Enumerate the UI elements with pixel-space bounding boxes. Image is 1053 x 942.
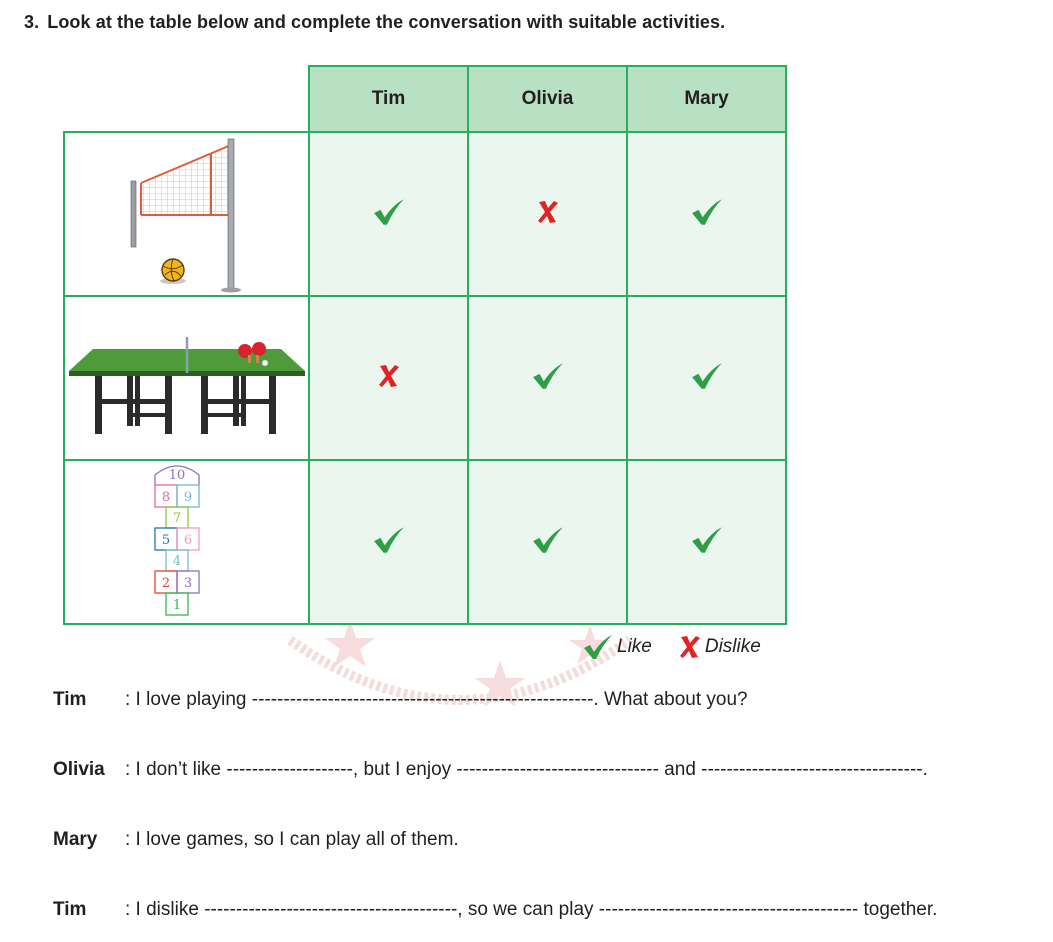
speaker-name: Tim [53, 689, 87, 710]
table-corner [64, 66, 309, 132]
dialog-text: : I dislike ----------------------------… [125, 899, 938, 920]
table-tennis-icon [69, 337, 305, 434]
hopscotch-number: 6 [184, 533, 192, 548]
hopscotch-number: 7 [173, 511, 181, 526]
mark-cell-mary-2 [626, 295, 787, 461]
watermark-stamp [287, 620, 633, 707]
legend-dislike: Dislike [678, 634, 761, 660]
question-number: 3. [24, 12, 40, 32]
hopscotch-number: 4 [173, 554, 181, 569]
mark-cell-mary-3 [626, 459, 787, 625]
dialog-line-3: Mary : I love games, so I can play all of… [53, 829, 459, 851]
hopscotch-number: 8 [162, 490, 170, 505]
hopscotch-number: 3 [184, 576, 192, 591]
check-icon [690, 198, 724, 231]
hopscotch-number: 1 [173, 598, 181, 613]
hopscotch-number: 9 [184, 490, 192, 505]
legend: Like Dislike [582, 634, 787, 660]
table-row [63, 295, 787, 461]
question-heading: 3. Look at the table below and complete t… [24, 12, 725, 33]
activity-table: Tim Olivia Mary [63, 65, 787, 625]
dialog-line-2: Olivia : I don’t like -------------------… [53, 759, 928, 781]
speaker-name: Tim [53, 899, 87, 920]
column-header-tim: Tim [308, 65, 469, 133]
dialog-line-1: Tim : I love playing --------------------… [53, 689, 748, 711]
check-icon [372, 198, 406, 231]
check-icon [584, 635, 612, 659]
speaker-name: Mary [53, 829, 98, 850]
check-icon [531, 526, 565, 559]
hopscotch-number: 10 [169, 468, 186, 483]
mark-cell-mary-1 [626, 131, 787, 297]
speaker-name: Olivia [53, 759, 105, 780]
hopscotch-icon: 10 8 9 7 5 6 4 2 3 1 [154, 465, 200, 616]
column-header-olivia: Olivia [467, 65, 628, 133]
mark-cell-olivia-3 [467, 459, 628, 625]
legend-like-label: Like [617, 636, 652, 657]
dialog-line-4: Tim : I dislike -------------------------… [53, 899, 937, 921]
activity-cell-table-tennis [63, 295, 310, 461]
hopscotch-number: 2 [162, 576, 170, 591]
check-icon [690, 362, 724, 395]
dialog-text: : I don’t like --------------------, but… [125, 759, 928, 780]
mark-cell-olivia-2 [467, 295, 628, 461]
legend-dislike-label: Dislike [704, 636, 761, 657]
mark-cell-tim-1 [308, 131, 469, 297]
question-text: Look at the table below and complete the… [47, 12, 726, 32]
activity-cell-hopscotch: 10 8 9 7 5 6 4 2 3 1 [63, 459, 310, 625]
mark-cell-tim-3 [308, 459, 469, 625]
table-row [63, 131, 787, 297]
check-icon [690, 526, 724, 559]
dialog-text: : I love games, so I can play all of the… [125, 829, 459, 850]
hopscotch-number: 5 [162, 533, 170, 548]
legend-like: Like [582, 634, 652, 660]
check-icon [531, 362, 565, 395]
mark-cell-tim-2 [308, 295, 469, 461]
check-icon [372, 526, 406, 559]
cross-icon [679, 636, 700, 658]
cross-icon [536, 200, 560, 230]
mark-cell-olivia-1 [467, 131, 628, 297]
activity-cell-volleyball [63, 131, 310, 297]
cross-icon [377, 364, 401, 394]
column-header-mary: Mary [626, 65, 787, 133]
dialog-text: : I love playing -----------------------… [125, 689, 748, 710]
table-row: 10 8 9 7 5 6 4 2 3 1 [63, 459, 787, 625]
volleyball-net-icon [130, 138, 241, 293]
